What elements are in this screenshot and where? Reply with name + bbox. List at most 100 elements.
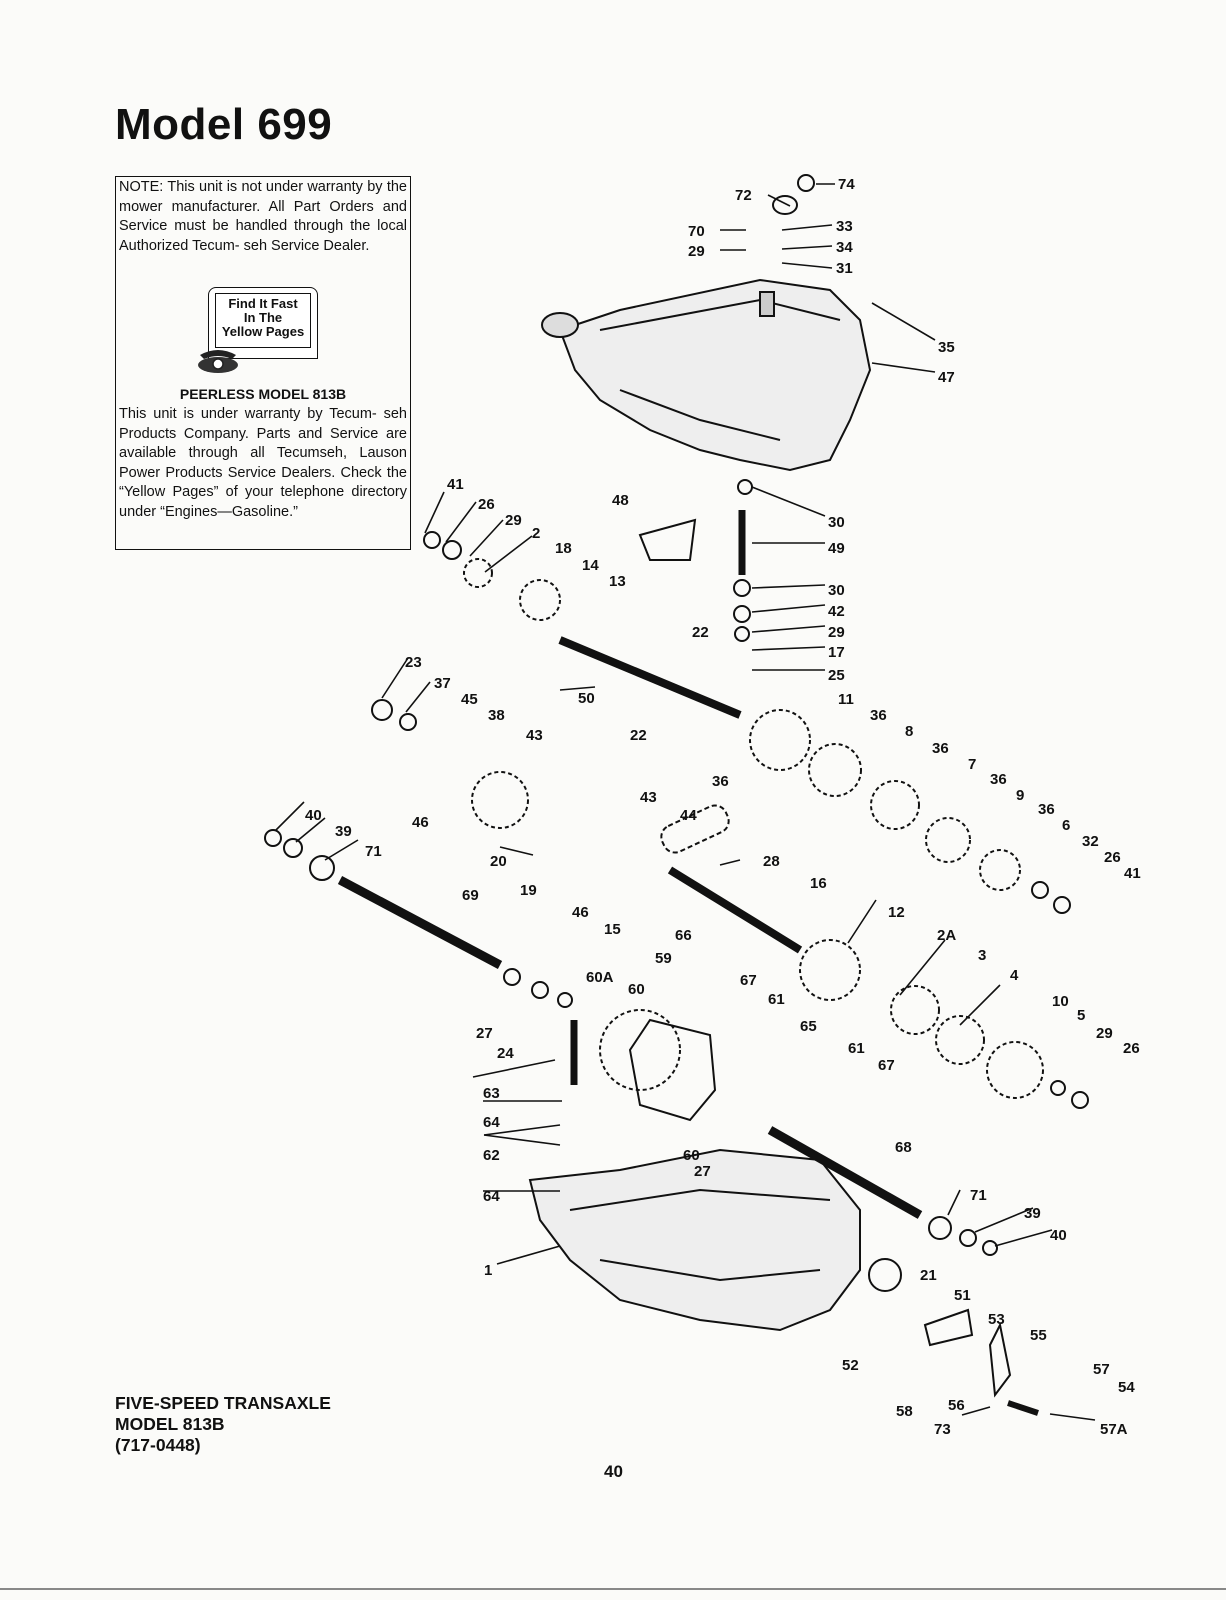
callout-27: 27	[476, 1025, 493, 1042]
callout-25: 25	[828, 667, 845, 684]
callout-40: 40	[305, 807, 322, 824]
caption: FIVE-SPEED TRANSAXLE MODEL 813B (717-044…	[115, 1393, 331, 1456]
callout-42: 42	[828, 603, 845, 620]
callout-19: 19	[520, 882, 537, 899]
callout-60: 60	[628, 981, 645, 998]
callout-58: 58	[896, 1403, 913, 1420]
callout-8: 8	[905, 723, 913, 740]
gear-8	[808, 743, 862, 797]
callout-26: 26	[1123, 1040, 1140, 1057]
callout-54: 54	[1118, 1379, 1135, 1396]
callout-43: 43	[640, 789, 657, 806]
callout-45: 45	[461, 691, 478, 708]
callout-60: 60	[683, 1147, 700, 1164]
callout-62: 62	[483, 1147, 500, 1164]
gear-14	[519, 579, 561, 621]
callout-41: 41	[447, 476, 464, 493]
callout-37: 37	[434, 675, 451, 692]
callout-57: 57	[1093, 1361, 1110, 1378]
callout-61: 61	[848, 1040, 865, 1057]
callout-12: 12	[888, 904, 905, 921]
callout-29: 29	[828, 624, 845, 641]
callout-18: 18	[555, 540, 572, 557]
callout-52: 52	[842, 1357, 859, 1374]
callout-71: 71	[970, 1187, 987, 1204]
callout-69: 69	[462, 887, 479, 904]
callout-39: 39	[335, 823, 352, 840]
callout-20: 20	[490, 853, 507, 870]
callout-32: 32	[1082, 833, 1099, 850]
shaft-16	[667, 866, 803, 954]
callout-64: 64	[483, 1188, 500, 1205]
callout-2A: 2A	[937, 927, 956, 944]
info-box: NOTE: This unit is not under warranty by…	[115, 176, 411, 550]
gear-3	[890, 985, 940, 1035]
callout-16: 16	[810, 875, 827, 892]
caption-line-2: MODEL 813B	[115, 1414, 225, 1434]
chain-28	[660, 804, 730, 854]
callout-6: 6	[1062, 817, 1070, 834]
callout-26: 26	[478, 496, 495, 513]
differential-carrier	[628, 1018, 717, 1122]
gear-4	[935, 1015, 985, 1065]
callout-4: 4	[1010, 967, 1019, 984]
gear-10	[986, 1041, 1044, 1099]
peerless-heading: PEERLESS MODEL 813B	[179, 386, 347, 402]
callout-74: 74	[838, 176, 855, 193]
yellow-pages-line-2: In The	[243, 310, 283, 325]
callout-64: 64	[483, 1114, 500, 1131]
callout-30: 30	[828, 514, 845, 531]
yellow-pages-label: Find It Fast In The Yellow Pages	[215, 293, 311, 348]
callout-5: 5	[1077, 1007, 1085, 1024]
callout-36: 36	[870, 707, 887, 724]
sprocket-2	[463, 558, 493, 588]
caption-line-1: FIVE-SPEED TRANSAXLE	[115, 1393, 331, 1413]
callout-24: 24	[497, 1045, 514, 1062]
callout-1: 1	[484, 1262, 492, 1279]
callout-66: 66	[675, 927, 692, 944]
yellow-pages-line-1: Find It Fast	[228, 296, 298, 311]
callout-40: 40	[1050, 1227, 1067, 1244]
callout-36: 36	[990, 771, 1007, 788]
callout-46: 46	[572, 904, 589, 921]
callout-39: 39	[1024, 1205, 1041, 1222]
callout-26: 26	[1104, 849, 1121, 866]
axle-69	[337, 876, 503, 969]
callout-70: 70	[688, 223, 705, 240]
callout-48: 48	[612, 492, 629, 509]
callout-21: 21	[920, 1267, 937, 1284]
callout-44: 44	[680, 807, 697, 824]
callout-30: 30	[828, 582, 845, 599]
telephone-icon	[198, 350, 238, 373]
callout-57A: 57A	[1100, 1421, 1128, 1438]
callout-11: 11	[838, 691, 854, 708]
gear-11	[749, 709, 811, 771]
axle-68	[767, 1126, 923, 1219]
upper-housing	[558, 278, 872, 472]
yellow-pages-logo: Find It Fast In The Yellow Pages	[194, 281, 334, 377]
callout-29: 29	[688, 243, 705, 260]
callout-38: 38	[488, 707, 505, 724]
callout-13: 13	[609, 573, 626, 590]
callout-41: 41	[1124, 865, 1141, 882]
caption-line-3: (717-0448)	[115, 1435, 201, 1455]
callout-9: 9	[1016, 787, 1024, 804]
gear-6	[979, 849, 1021, 891]
callout-34: 34	[836, 239, 853, 256]
callout-35: 35	[938, 339, 955, 356]
callout-27: 27	[694, 1163, 711, 1180]
gear-12	[799, 939, 861, 1001]
callout-71: 71	[365, 843, 382, 860]
callout-14: 14	[582, 557, 599, 574]
callout-46: 46	[412, 814, 429, 831]
callout-31: 31	[836, 260, 853, 277]
callout-29: 29	[505, 512, 522, 529]
shift-fork-48	[638, 518, 697, 561]
callout-49: 49	[828, 540, 845, 557]
callout-43: 43	[526, 727, 543, 744]
callout-73: 73	[934, 1421, 951, 1438]
callout-33: 33	[836, 218, 853, 235]
callout-7: 7	[968, 756, 976, 773]
gear-7	[870, 780, 920, 830]
